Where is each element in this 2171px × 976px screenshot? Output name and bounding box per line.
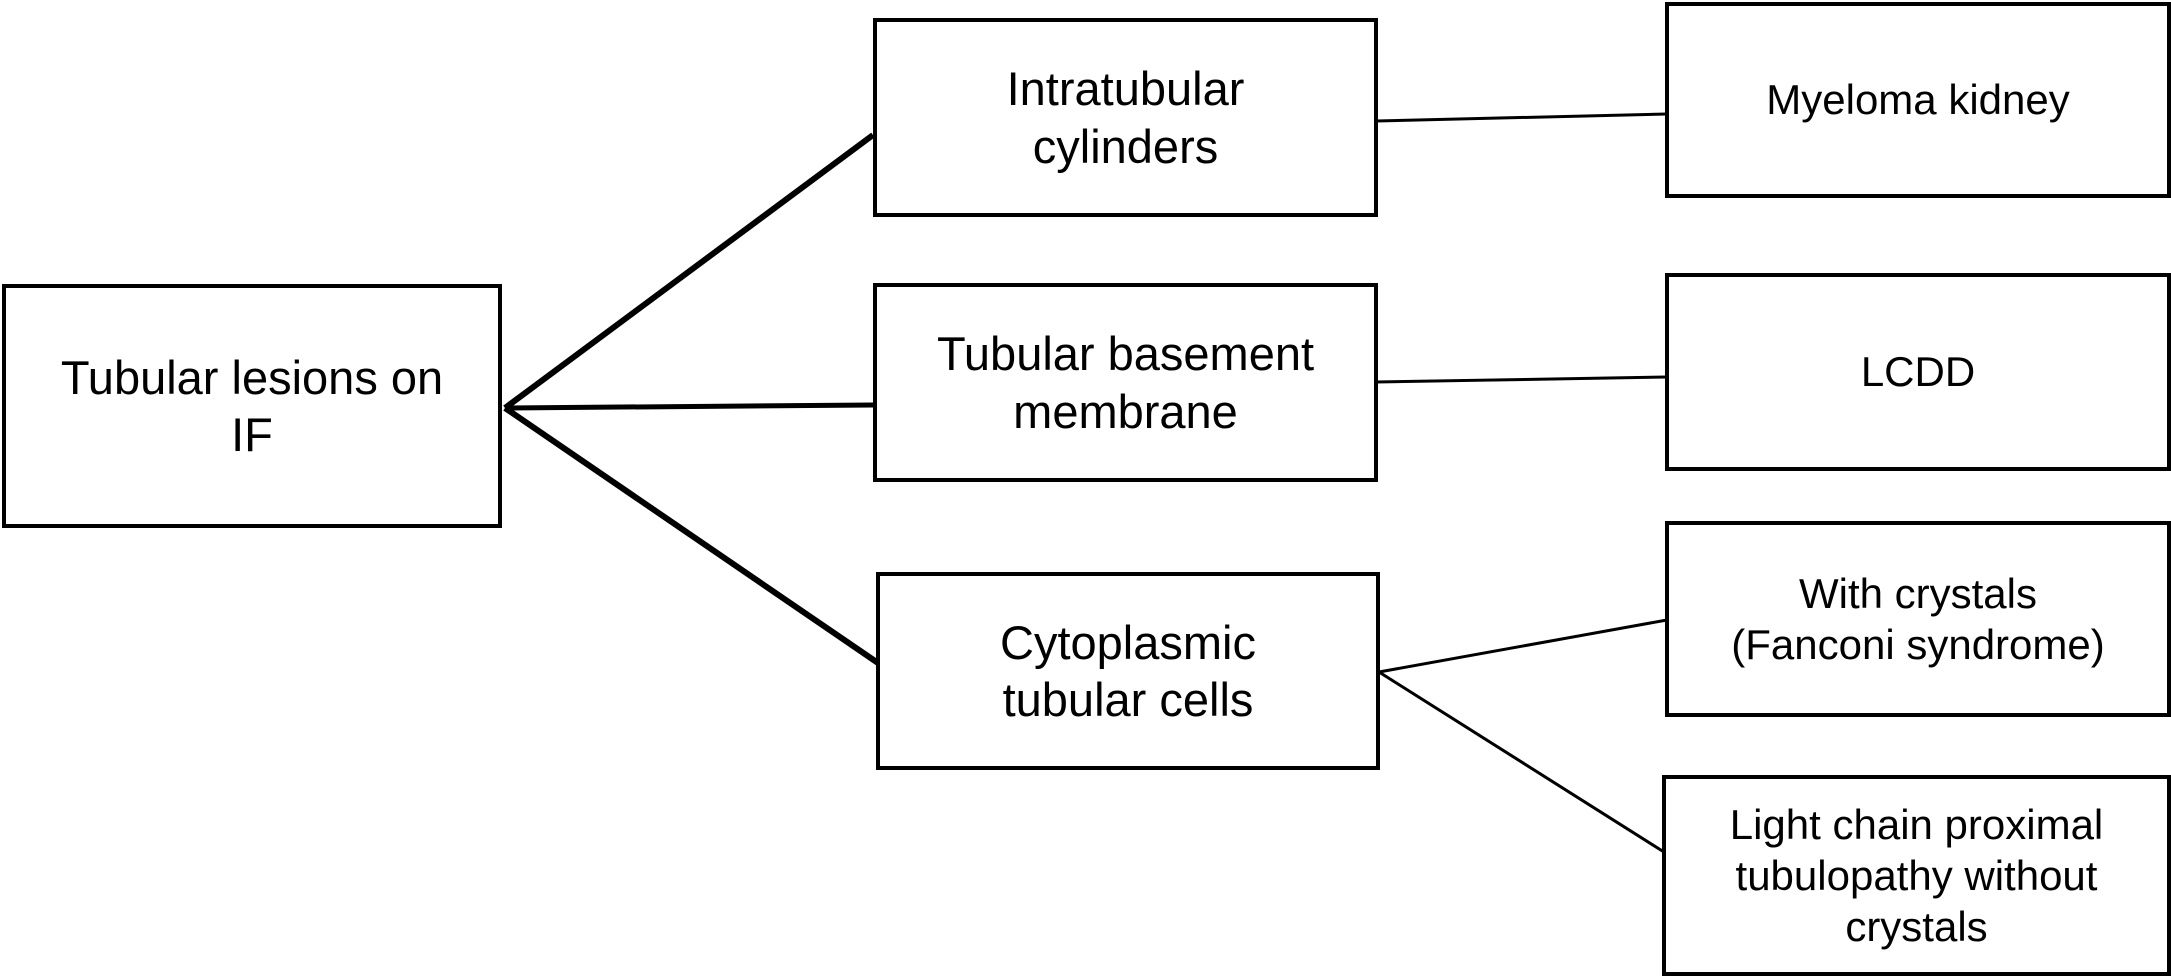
edge-root-to-tubular-basement-membrane [504,402,874,411]
node-myeloma-kidney[interactable]: Myeloma kidney [1665,2,2171,198]
edge-root-to-intratubular-cylinders [503,132,875,411]
edge-intratubular-cylinders-to-myeloma-kidney [1375,112,1668,123]
edge-root-to-cytoplasmic-tubular-cells [503,405,880,666]
edge-cytoplasmic-tubular-cells-to-light-chain-proximal [1378,670,1665,854]
node-light-chain-proximal-tubulopathy[interactable]: Light chain proximal tubulopathy without… [1662,775,2171,976]
node-label: Tubular lesions on IF [60,350,444,461]
edge-cytoplasmic-tubular-cells-to-with-crystals [1378,618,1668,674]
node-label: LCDD [1860,348,1976,396]
node-intratubular-cylinders[interactable]: Intratubular cylinders [873,18,1378,217]
node-label: Cytoplasmic tubular cells [1000,615,1256,726]
node-label: With crystals (Fanconi syndrome) [1731,569,2105,668]
edge-tubular-basement-membrane-to-lcdd [1375,375,1668,384]
node-label: Light chain proximal tubulopathy without… [1729,800,2104,951]
node-tubular-lesions-on-if[interactable]: Tubular lesions on IF [2,284,502,528]
node-lcdd[interactable]: LCDD [1665,273,2171,471]
node-with-crystals-fanconi-syndrome[interactable]: With crystals (Fanconi syndrome) [1665,521,2171,717]
node-cytoplasmic-tubular-cells[interactable]: Cytoplasmic tubular cells [876,572,1380,770]
node-label: Tubular basement membrane [936,327,1315,438]
node-label: Myeloma kidney [1766,76,2070,124]
node-tubular-basement-membrane[interactable]: Tubular basement membrane [873,283,1378,482]
node-label: Intratubular cylinders [1006,62,1245,173]
